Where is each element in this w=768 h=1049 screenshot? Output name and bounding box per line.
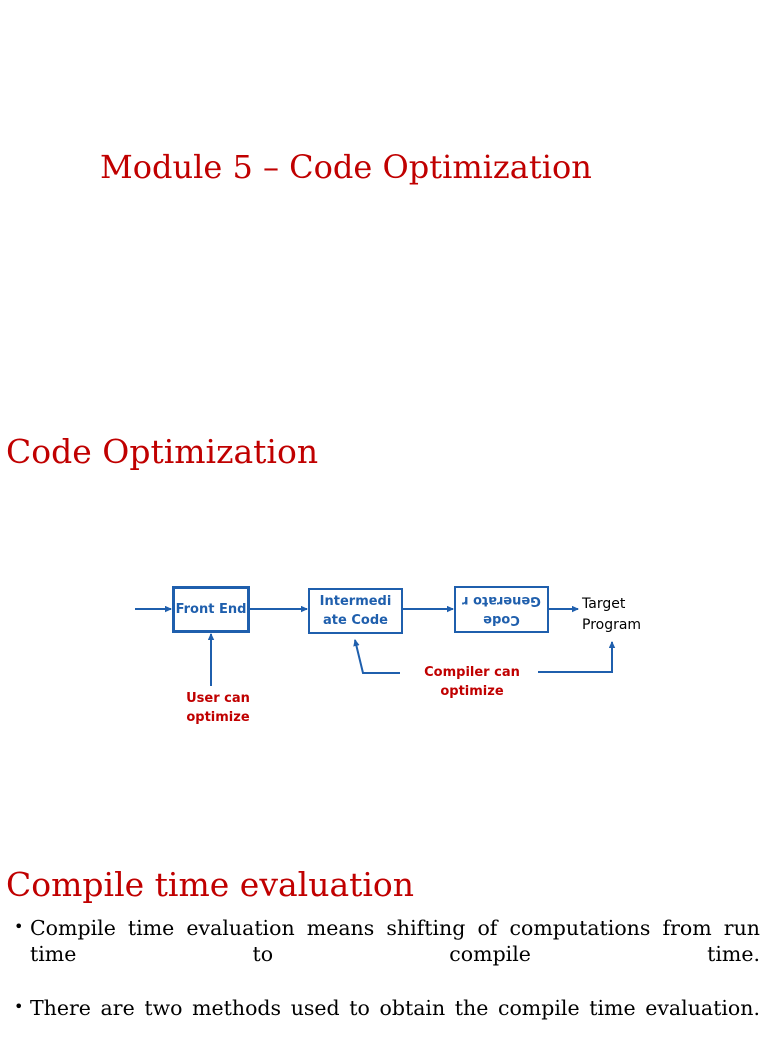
slide-page: Module 5 – Code Optimization Code Optimi… — [6, 148, 760, 1020]
diagram-box-front-end: Front End — [172, 586, 250, 633]
page-title: Module 5 – Code Optimization — [100, 148, 592, 186]
list-item: • There are two methods used to obtain t… — [8, 995, 760, 1047]
bullet-marker-icon: • — [14, 997, 24, 1016]
list-item-text: There are two methods used to obtain the… — [30, 996, 760, 1020]
arrow-compiler-optimize-to-intermediate — [353, 639, 400, 674]
bullet-list: • Compile time evaluation means shifting… — [8, 915, 760, 1049]
diagram-label-user-can-optimize: User can optimize — [186, 691, 250, 725]
diagram-box-code-generator-label: Code Generato r — [462, 592, 541, 627]
diagram-box-code-generator: Code Generato r — [454, 586, 549, 633]
diagram-box-front-end-label: Front End — [175, 602, 247, 617]
list-item: • Compile time evaluation means shifting… — [8, 915, 760, 993]
diagram-label-compiler-can-optimize: Compiler can optimize — [424, 665, 520, 699]
heading-compile-time-evaluation: Compile time evaluation — [6, 865, 415, 904]
heading-code-optimization: Code Optimization — [6, 432, 319, 471]
diagram-box-intermediate-code-label: Intermedi ate Code — [319, 594, 392, 628]
bullet-marker-icon: • — [14, 917, 24, 936]
arrow-compiler-optimize-to-target — [538, 641, 616, 673]
diagram-label-target-program: Target Program — [582, 596, 642, 633]
diagram-box-intermediate-code: Intermedi ate Code — [308, 588, 403, 634]
list-item-text: Compile time evaluation means shifting o… — [30, 916, 760, 966]
